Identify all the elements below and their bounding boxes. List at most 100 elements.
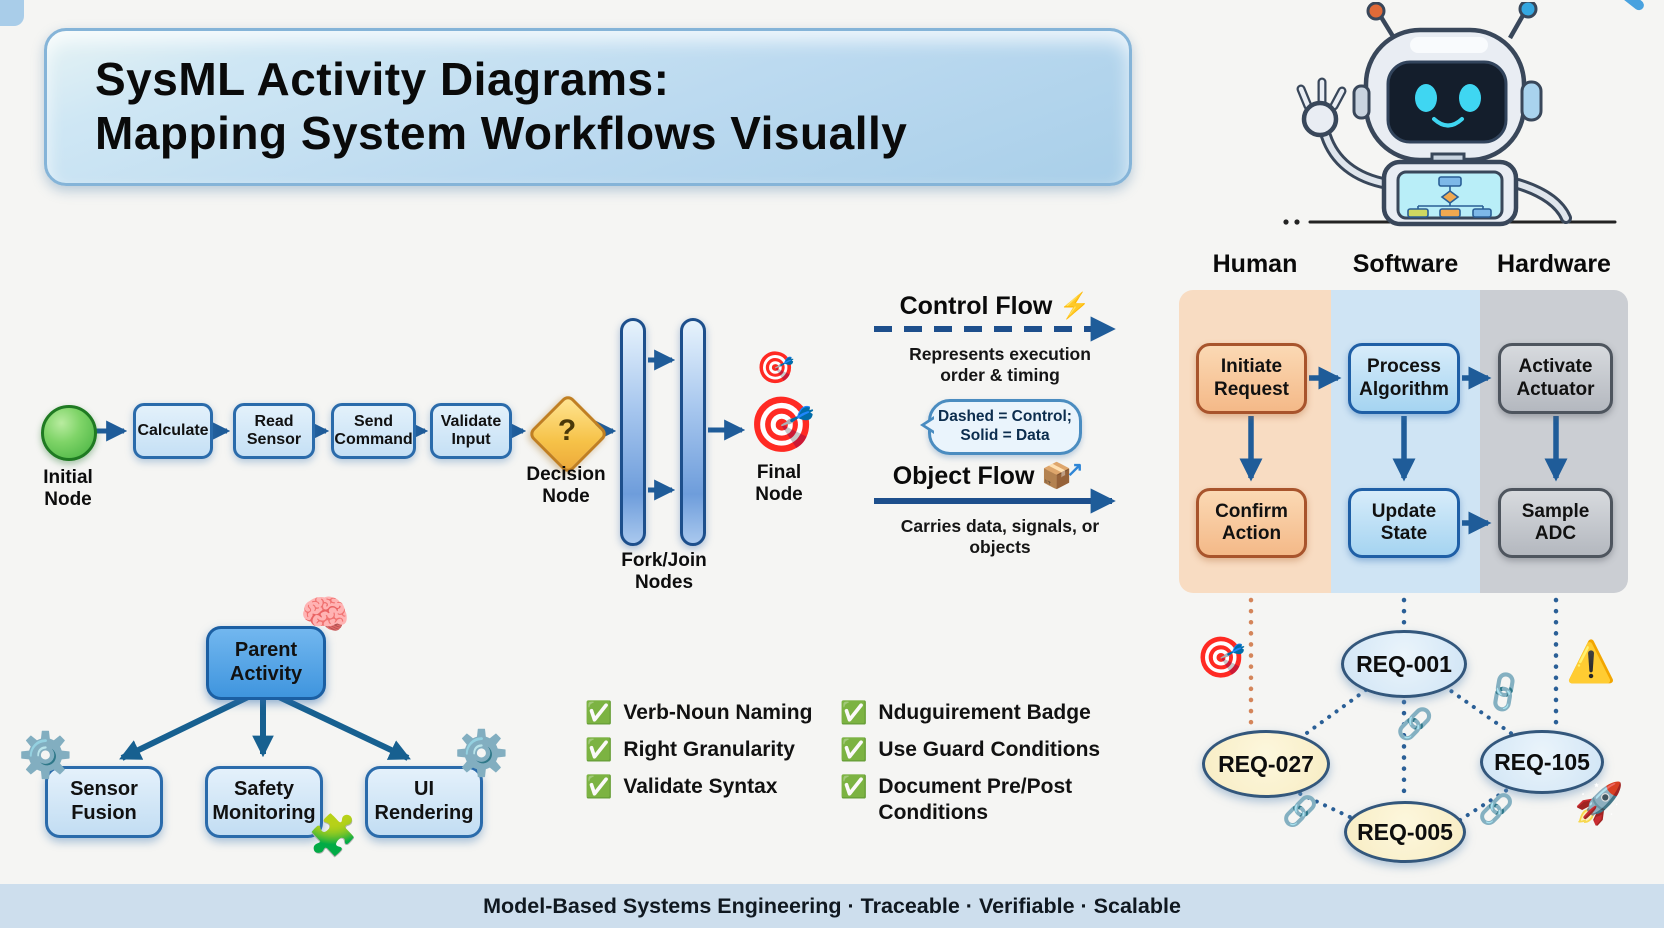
- requirement-req-001: REQ-001: [1341, 630, 1467, 698]
- requirement-req-105: REQ-105: [1480, 730, 1604, 794]
- node-initiate-request: Initiate Request: [1196, 343, 1307, 414]
- checklist-item: ✅ Document Pre/Post Conditions: [840, 774, 1110, 827]
- robot-antenna-left: [1366, 2, 1396, 40]
- lane-header-human: Human: [1212, 250, 1298, 278]
- question-mark-icon: ?: [557, 414, 577, 447]
- title-banner: SysML Activity Diagrams: Mapping System …: [44, 28, 1132, 186]
- child-node-safety-monitoring: Safety Monitoring: [205, 766, 323, 838]
- title-line-1: SysML Activity Diagrams:: [95, 53, 670, 106]
- node-label: Safety Monitoring: [212, 778, 316, 824]
- robot-right-arm: [1512, 178, 1572, 224]
- initial-node: [41, 405, 97, 461]
- robot-face-screen: [1386, 60, 1508, 144]
- target-icon-final-node: 🎯: [748, 395, 816, 455]
- puzzle-piece-icon: 🧩: [308, 814, 358, 858]
- checklist-item: ✅ Validate Syntax: [585, 774, 845, 800]
- checklist-label: Validate Syntax: [623, 775, 778, 798]
- flow-style-callout-bubble: Dashed = Control; Solid = Data: [920, 399, 1082, 455]
- control-flow-title-text: Control Flow: [899, 292, 1053, 320]
- action-node-read-sensor: Read Sensor: [233, 403, 315, 459]
- checklist-item: ✅ Right Granularity: [585, 737, 845, 763]
- control-flow-description: Represents execution order & timing: [909, 344, 1091, 386]
- requirement-id: REQ-005: [1357, 818, 1453, 845]
- final-node-label: Final Node: [755, 462, 803, 505]
- node-confirm-action: Confirm Action: [1196, 488, 1307, 558]
- warning-icon: ⚠️: [1566, 640, 1616, 684]
- object-flow-description: Carries data, signals, or objects: [900, 516, 1100, 558]
- footer-tagline-bar: Model-Based Systems Engineering · Tracea…: [0, 884, 1664, 928]
- requirement-id: REQ-027: [1218, 750, 1314, 777]
- checklist-label: Right Granularity: [623, 738, 795, 761]
- robot-chest-screen-flowchart: [1396, 170, 1504, 220]
- child-node-ui-rendering: UI Rendering: [365, 766, 483, 838]
- join-bar: [680, 318, 706, 546]
- checklist-label: Document Pre/Post Conditions: [878, 775, 1073, 825]
- action-node-calculate: Calculate: [133, 403, 213, 459]
- action-label: Validate Input: [440, 412, 502, 448]
- action-node-send-command: Send Command: [331, 403, 416, 459]
- node-label: Sensor Fusion: [70, 778, 138, 824]
- node-label: Confirm Action: [1215, 500, 1288, 544]
- lane-header-hardware: Hardware: [1497, 250, 1611, 278]
- target-icon: 🎯: [1196, 636, 1246, 680]
- fork-join-label: Fork/Join Nodes: [621, 550, 707, 593]
- check-icon: ✅: [585, 774, 613, 799]
- robot-left-arm-ok-gesture: [1296, 77, 1394, 190]
- node-sample-adc: Sample ADC: [1498, 488, 1613, 558]
- node-update-state: Update State: [1348, 488, 1460, 558]
- node-label: UI Rendering: [374, 778, 474, 824]
- check-icon: ✅: [585, 700, 613, 725]
- check-icon: ✅: [840, 700, 868, 725]
- target-icon-small: 🎯: [756, 350, 795, 385]
- checklist-item: ✅ Verb-Noun Naming: [585, 700, 845, 726]
- node-activate-actuator: Activate Actuator: [1498, 343, 1613, 414]
- bubble-line-1: Dashed = Control;: [938, 408, 1072, 426]
- requirement-id: REQ-001: [1356, 650, 1452, 677]
- lightning-icon: ⚡: [1059, 292, 1091, 320]
- node-label: Activate Actuator: [1516, 356, 1595, 400]
- checklist-item: ✅ Nduguirement Badge: [840, 700, 1110, 726]
- requirement-req-027: REQ-027: [1202, 730, 1330, 798]
- robot-antenna-right: [1508, 2, 1538, 40]
- rocket-icon: 🚀: [1574, 782, 1624, 826]
- action-label: Calculate: [137, 421, 209, 439]
- node-label: Sample ADC: [1521, 500, 1590, 544]
- bubble-line-2: Solid = Data: [960, 427, 1050, 444]
- checklist-label: Use Guard Conditions: [878, 738, 1101, 761]
- requirement-req-005: REQ-005: [1344, 801, 1466, 863]
- checklist-item: ✅ Use Guard Conditions: [840, 737, 1110, 763]
- node-label: Process Algorithm: [1359, 356, 1449, 400]
- node-label: Initiate Request: [1214, 356, 1289, 400]
- node-process-algorithm: Process Algorithm: [1348, 343, 1460, 414]
- gear-icon: ⚙️: [454, 729, 509, 778]
- gear-icon: ⚙️: [18, 731, 73, 780]
- action-label: Read Sensor: [246, 412, 302, 448]
- corner-decoration-top-left: [0, 0, 24, 26]
- object-flow-heading: Object Flow 📦↗: [876, 459, 1106, 491]
- brain-icon: 🧠: [300, 593, 350, 637]
- requirement-id: REQ-105: [1494, 748, 1590, 775]
- lane-header-software: Software: [1352, 250, 1459, 278]
- check-icon: ✅: [585, 737, 613, 762]
- check-icon: ✅: [840, 737, 868, 762]
- check-icon: ✅: [840, 774, 868, 799]
- child-node-sensor-fusion: Sensor Fusion: [45, 766, 163, 838]
- node-label: Parent Activity: [229, 639, 303, 685]
- fork-bar: [620, 318, 646, 546]
- checklist-label: Verb-Noun Naming: [623, 701, 813, 724]
- footer-text: Model-Based Systems Engineering · Tracea…: [483, 893, 1181, 918]
- decision-node-label: Decision Node: [526, 464, 606, 507]
- robot-mascot-illustration: [1283, 2, 1617, 227]
- package-icon: 📦: [1041, 462, 1073, 490]
- node-label: Update State: [1371, 500, 1437, 544]
- object-flow-title-text: Object Flow: [892, 462, 1035, 490]
- link-icon: 🔗: [1479, 668, 1530, 717]
- control-flow-heading: Control Flow ⚡: [880, 292, 1110, 321]
- initial-node-label: Initial Node: [43, 467, 93, 510]
- link-icon: 🔗: [1396, 708, 1434, 741]
- action-label: Send Command: [334, 412, 413, 448]
- title-line-2: Mapping System Workflows Visually: [95, 107, 908, 159]
- checklist-label: Nduguirement Badge: [878, 701, 1091, 724]
- action-node-validate-input: Validate Input: [430, 403, 512, 459]
